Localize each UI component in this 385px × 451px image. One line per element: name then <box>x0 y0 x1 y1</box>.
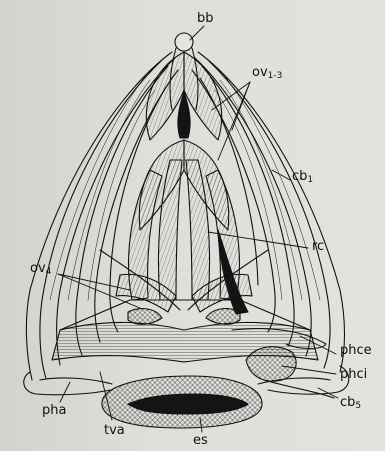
label-cb5-text: cb <box>340 395 355 410</box>
central-muscle-column <box>100 33 268 324</box>
label-pha-text: pha <box>42 403 66 418</box>
label-es: es <box>193 434 208 447</box>
label-cb1-text: cb <box>292 169 307 184</box>
label-es-text: es <box>193 433 208 448</box>
label-cb1: cb1 <box>292 170 313 185</box>
label-rc-text: rc <box>312 239 324 254</box>
label-cb5: cb5 <box>340 396 361 411</box>
label-tva-text: tva <box>104 423 125 438</box>
label-phci-text: phci <box>340 367 367 382</box>
label-ov-1-3: ov1-3 <box>252 66 282 81</box>
label-phce: phce <box>340 344 372 357</box>
label-bb: bb <box>197 12 214 25</box>
label-ov13-text: ov <box>252 65 268 80</box>
label-ov4-sub: 4 <box>46 267 52 277</box>
label-ov13-sub: 1-3 <box>268 71 283 81</box>
label-rc: rc <box>312 240 324 253</box>
esophagus <box>102 376 262 428</box>
label-cb1-sub: 1 <box>307 175 313 185</box>
label-pha: pha <box>42 404 66 417</box>
label-cb5-sub: 5 <box>355 401 361 411</box>
label-ov4-text: ov <box>30 261 46 276</box>
label-ov4: ov4 <box>30 262 51 277</box>
label-phci: phci <box>340 368 367 381</box>
label-tva: tva <box>104 424 125 437</box>
label-bb-text: bb <box>197 11 214 26</box>
label-phce-text: phce <box>340 343 372 358</box>
